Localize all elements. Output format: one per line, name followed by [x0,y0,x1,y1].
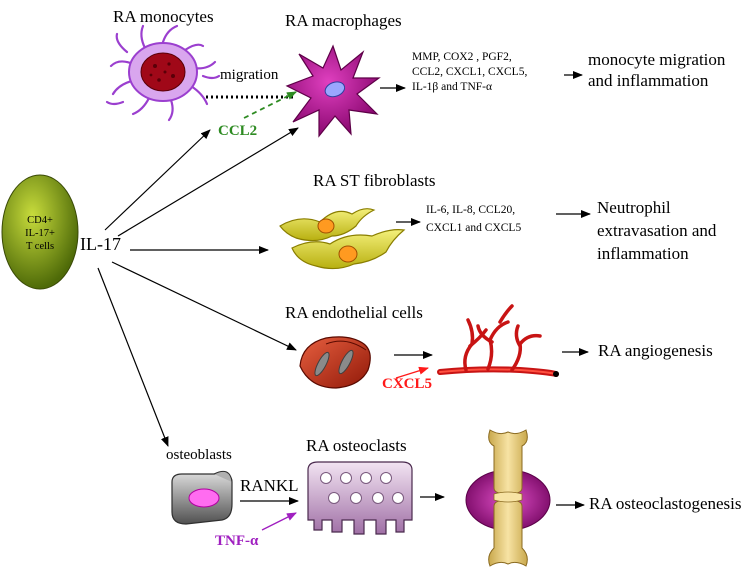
il17-arrows [97,127,299,447]
arrow-to-macrophages [117,127,299,237]
ccl2-arrow [243,91,297,119]
macrophage-outcome: monocyte migration and inflammation [588,50,726,90]
fibroblast-cells [279,208,406,270]
tnf-arrow [261,512,297,531]
osteoblasts-label: osteoblasts [166,447,232,463]
endothelial-cells [299,336,371,389]
monocytes-title: RA monocytes [113,7,214,26]
rankl-label: RANKL [240,476,299,495]
endothelial-title: RA endothelial cells [285,303,423,322]
angiogenesis-label: RA angiogenesis [598,341,713,360]
tnf-label: TNF-α [215,533,259,549]
fibroblast-outcome: Neutrophil extravasation and inflammatio… [597,198,717,263]
t-cell-label: CD4+ IL-17+ T cells [25,215,55,252]
arrow-to-monocytes [104,129,211,231]
monocyte-cell [105,24,221,122]
osteoblast-cell [171,470,233,525]
t-cell-ellipse [1,174,79,290]
macrophage-star [285,44,381,138]
macrophage-mediators: MMP, COX2 , PGF2, CCL2, CXCL1, CXCL5, IL… [412,51,528,93]
fibroblasts-title: RA ST fibroblasts [313,171,436,190]
blood-vessels [437,304,559,377]
macrophages-title: RA macrophages [285,11,402,30]
arrow-to-osteoblasts [97,267,169,447]
osteoclastogenesis-label: RA osteoclastogenesis [589,494,742,513]
ccl2-label: CCL2 [218,123,258,139]
cxcl5-label: CXCL5 [382,376,433,392]
fibroblast-mediators: IL-6, IL-8, CCL20, CXCL1 and CXCL5 [426,204,522,234]
il17-label: IL-17 [80,234,121,254]
osteoclast-cell [307,461,413,535]
migration-label: migration [220,67,279,83]
joint-bone [465,429,551,567]
cxcl5-arrow [395,366,429,379]
arrow-to-endothelial [111,261,297,351]
osteoclasts-title: RA osteoclasts [306,436,407,455]
